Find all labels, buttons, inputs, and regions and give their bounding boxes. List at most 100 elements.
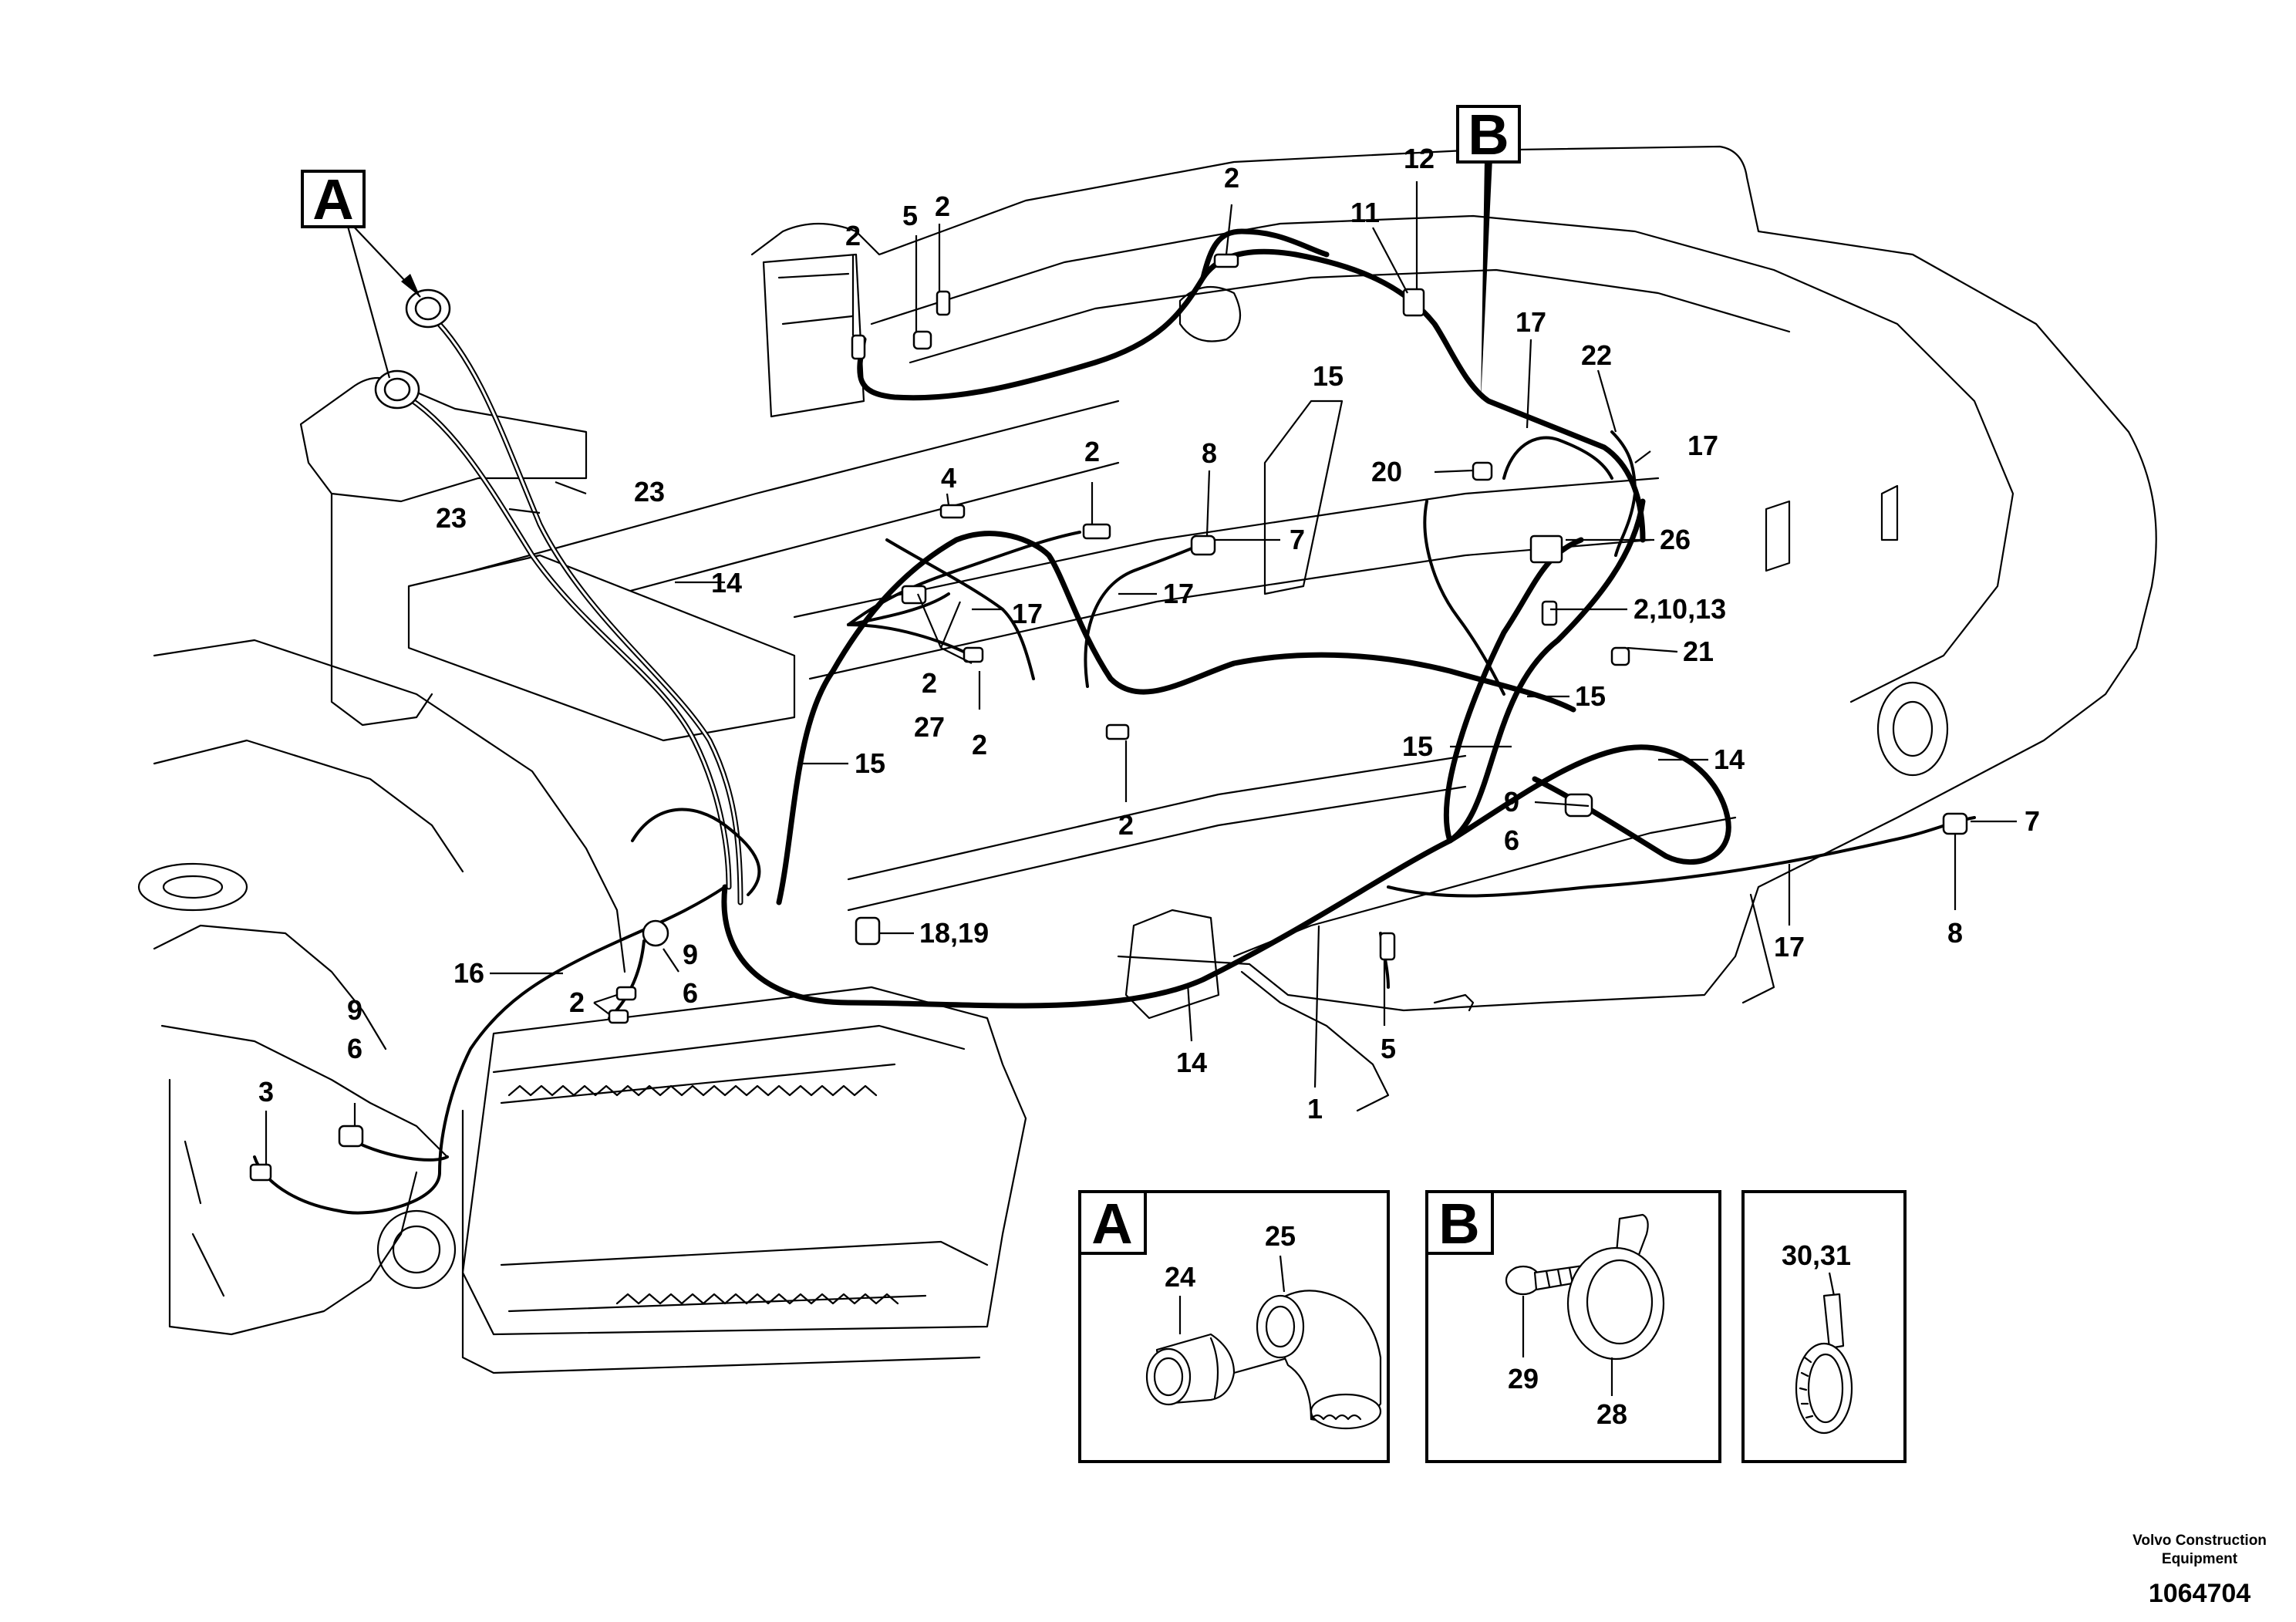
connectors [249,253,1968,1182]
plug-connector [851,334,866,360]
plug-connector [901,585,927,605]
part-label: 26 [1660,524,1691,555]
plug-connector [1190,534,1216,556]
detail-letter-a: A [1091,1192,1132,1256]
harness-cables [253,228,1976,1215]
part-label: 17 [1687,430,1718,461]
part-label: 17 [1515,306,1546,338]
part-label: 17 [1163,578,1194,609]
part-label: 2 [1224,162,1239,194]
plug-connector [1402,288,1425,317]
part-label: 27 [914,711,945,743]
part-label: 4 [941,462,956,494]
part-label: 6 [683,977,698,1009]
plug-connector [963,646,984,663]
plug-connector [1942,812,1968,835]
plug-connector [912,330,932,350]
part-label: 20 [1371,456,1402,487]
plug-connector [249,1163,272,1182]
part-label: 8 [1202,437,1217,469]
plug-connector [1529,534,1563,564]
part-label: 15 [855,747,885,779]
hose-end-connector [414,296,442,321]
part-label: 15 [1402,730,1433,762]
plug-connector [936,290,951,316]
part-label: 15 [1575,680,1606,712]
detail-box-b: B 29 28 [1425,1190,1721,1463]
part-labels: 2 5 2 2 11 12 15 17 22 17 20 4 2 8 7 17 … [258,143,2040,1125]
hose-end-connector [383,377,411,402]
drawing-number: 1064704 [2149,1579,2250,1608]
part-label: 14 [1714,744,1745,775]
part-label: 9 [1504,786,1519,818]
callout-box-b: B [1456,103,1521,167]
part-label: 23 [436,502,467,534]
plug-connector [939,504,966,519]
part-label: 6 [347,1033,362,1064]
callout-letter-a: A [312,167,353,231]
plug-connector [1105,723,1130,740]
part-label: 2 [935,191,950,222]
cable-tie-part-30-31 [1795,1293,1853,1435]
part-label: 8 [1947,917,1963,949]
machine-frame [137,145,2157,1374]
part-label: 7 [1290,524,1305,555]
part-label: 16 [453,957,484,989]
part-label: 24 [1165,1261,1195,1293]
part-label: 2 [845,220,861,251]
part-label: 9 [347,994,362,1026]
plug-connector [1082,523,1111,540]
part-label: 18,19 [919,917,989,949]
part-label: 5 [1381,1033,1396,1064]
part-label: 3 [258,1076,274,1108]
part-label: 29 [1508,1363,1539,1394]
part-label: 17 [1012,598,1043,629]
part-label: 5 [902,200,918,231]
part-label: 1 [1307,1093,1323,1125]
leader-lines [265,158,2017,1165]
part-label: 22 [1581,339,1612,371]
part-label: 2 [569,986,585,1018]
part-label: 25 [1265,1220,1296,1252]
part-label: 6 [1504,824,1519,856]
plug-connector [1610,646,1630,666]
part-label: 15 [1313,360,1344,392]
callout-box-a: A [301,167,366,231]
plug-connector [855,916,881,946]
plug-connector [1213,253,1239,268]
plug-connector [338,1125,364,1148]
detail-box-cable-tie: 30,31 [1741,1190,1907,1463]
part-label: 14 [1176,1047,1207,1078]
plug-connector [1541,600,1558,626]
part-label: 2 [972,729,987,760]
detail-box-a: A 24 25 [1078,1190,1390,1463]
part-label: 2,10,13 [1633,593,1726,625]
callout-letter-b: B [1468,103,1509,167]
elbow-part-25 [1256,1290,1382,1430]
plug-connector [1379,932,1396,961]
part-label: 2 [922,667,937,699]
cap-part-24 [1145,1333,1236,1406]
detail-letter-b: B [1438,1192,1479,1256]
part-label: 21 [1683,636,1714,667]
part-label: 14 [711,567,742,599]
plug-connector [615,986,637,1001]
part-label: 9 [683,939,698,970]
clamp-part-28 [1566,1213,1665,1361]
plug-connector [608,1009,629,1024]
part-label: 23 [634,476,665,508]
part-label: 17 [1774,931,1805,963]
part-label: 11 [1350,197,1380,228]
footer: Volvo Construction Equipment 1064704 [2132,1533,2267,1608]
company-name-line1: Volvo Construction [2132,1533,2267,1549]
part-label: 2 [1118,809,1134,841]
part-label: 7 [2025,805,2040,837]
part-label: 28 [1596,1398,1627,1430]
company-name-line2: Equipment [2162,1551,2238,1567]
part-label: 2 [1084,436,1100,467]
part-label: 12 [1404,143,1435,174]
part-label: 30,31 [1782,1239,1851,1271]
plug-connector [1472,461,1493,481]
